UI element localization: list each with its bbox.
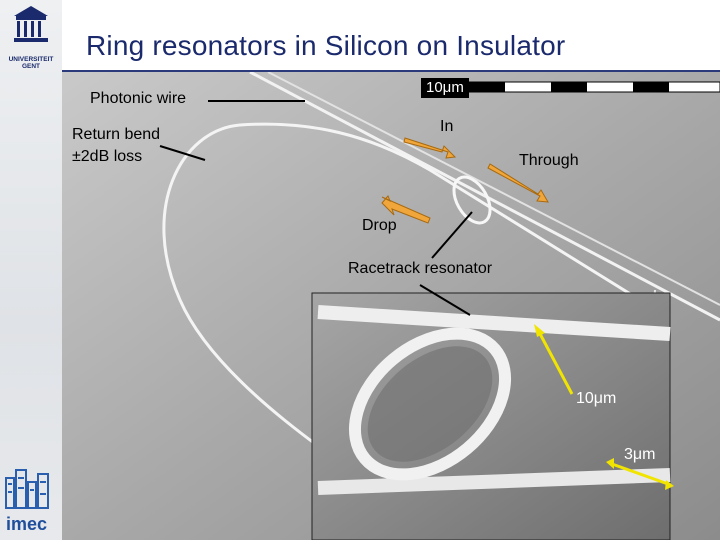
label-through: Through bbox=[519, 152, 579, 169]
sem-micrograph bbox=[62, 72, 720, 540]
university-logo-text: UNIVERSITEIT GENT bbox=[8, 56, 54, 70]
left-sidebar: UNIVERSITEIT GENT imec bbox=[0, 0, 62, 540]
label-return-bend: Return bend bbox=[72, 126, 161, 143]
title-underline bbox=[62, 70, 720, 73]
imec-logo-text: imec bbox=[6, 514, 48, 534]
scale-bar-background bbox=[421, 78, 469, 98]
label-dimension-3um: 3μm bbox=[624, 446, 656, 463]
label-dimension-10um: 10μm bbox=[576, 390, 617, 407]
label-drop: Drop bbox=[362, 217, 397, 234]
label-photonic-wire: Photonic wire bbox=[90, 90, 187, 107]
imec-logo-icon bbox=[5, 469, 49, 509]
label-loss: ±2dB loss bbox=[72, 148, 143, 165]
label-in: In bbox=[440, 118, 454, 135]
slide-title: Ring resonators in Silicon on Insulator bbox=[86, 30, 566, 61]
university-logo-icon bbox=[14, 6, 48, 42]
label-racetrack-resonator: Racetrack resonator bbox=[348, 260, 493, 277]
scale-bar-label: 10μm bbox=[426, 79, 464, 96]
